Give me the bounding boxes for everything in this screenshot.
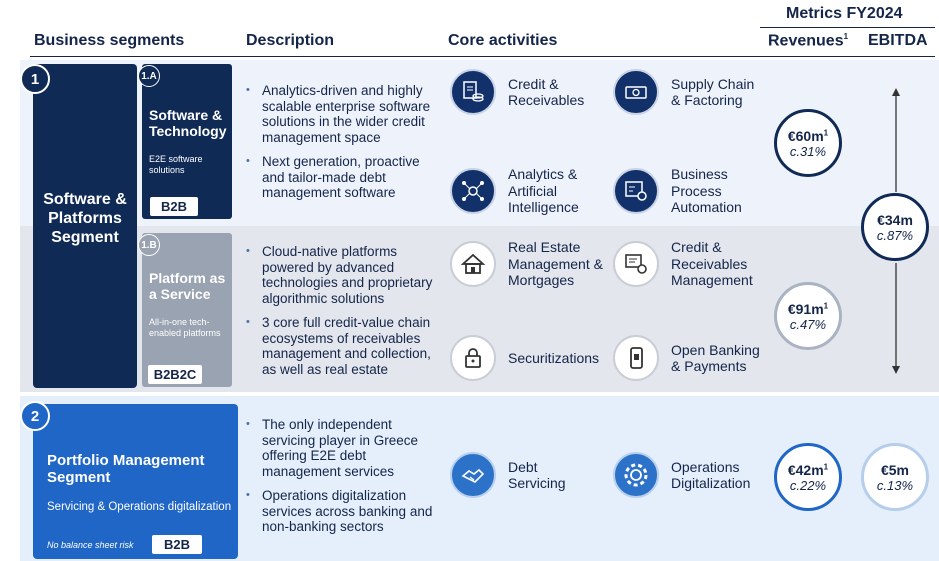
activity-label: Operations Digitalization [671,458,751,492]
col-header-ebitda: EBITDA [868,32,928,49]
activity-securitizations: Securitizations [450,335,608,381]
house-icon [450,240,496,287]
activity-label: Credit & Receivables [508,75,585,109]
subsegment-1a: Software & Technology E2E software solut… [142,64,232,219]
lock-icon [450,335,496,381]
subsegment-1b-code: 1.B [138,234,160,256]
activity-label: Open Banking & Payments [671,341,760,375]
invoice-gear-icon [613,240,659,287]
activity-analytics-ai: Analytics & Artificial Intelligence [450,166,598,216]
ebitda-segment-1-value: €34m [877,211,913,228]
bullet-2-1: The only independent servicing player in… [246,417,441,479]
activity-label: Securitizations [508,349,600,366]
segment-1-title: Software & Platforms Segment [43,191,127,246]
revenue-2-metric: €42m1 c.22% [774,443,842,511]
activity-label: Supply Chain & Factoring [671,75,755,109]
bullet-1a-1: Analytics-driven and highly scalable ent… [246,83,441,145]
activity-label: Real Estate Management & Mortgages [508,239,603,288]
document-coins-icon [450,69,496,115]
bullet-1b-2: 3 core full credit-value chain ecosystem… [246,315,441,377]
activity-debt-servicing: Debt Servicing [450,452,578,498]
subsegment-1b: Platform as a Service All-in-one tech-en… [142,233,232,387]
mobile-bank-icon [613,335,659,381]
segment-2-tag: B2B [152,535,202,554]
segment-2-note: No balance sheet risk [47,540,134,550]
subsegment-1a-desc: E2E software solutions [149,154,203,175]
segment-1-block: Software & Platforms Segment [33,64,137,388]
ebitda-segment-1-metric: €34m c.87% [861,193,929,261]
activity-label: Debt Servicing [508,458,566,492]
ebitda-segment-2-pct: c.13% [876,477,914,493]
segment-2-block: Portfolio Management Segment Servicing &… [33,404,238,559]
subsegment-1b-tag: B2B2C [148,365,202,384]
metrics-underline [760,27,935,28]
bullet-2-2: Operations digitalization services acros… [246,488,441,535]
activity-supply-chain: Supply Chain & Factoring [613,69,761,115]
bullet-1b-1: Cloud-native platforms powered by advanc… [246,244,441,306]
col-header-revenues: Revenues1 [768,32,849,50]
activity-credit-receivables: Credit & Receivables [450,69,598,115]
banknote-icon [613,69,659,115]
revenue-1a-metric: €60m1 c.31% [774,109,842,177]
subsegment-1a-name: Software & Technology [149,107,227,139]
ebitda-segment-2-metric: €5m c.13% [861,443,929,511]
activity-label: Business Process Automation [671,166,742,215]
subsegment-1b-bullets: Cloud-native platforms powered by advanc… [246,244,441,386]
activity-real-estate: Real Estate Management & Mortgages [450,239,603,289]
subsegment-1b-name: Platform as a Service [149,270,226,302]
activity-label: Credit & Receivables Management [671,239,753,288]
subsegment-1a-bullets: Analytics-driven and highly scalable ent… [246,83,441,210]
segment-2-number: 2 [20,401,50,431]
ebitda-range-arrow [892,88,900,374]
segment-1-number: 1 [20,64,50,94]
col-header-core: Core activities [448,32,558,49]
bullet-1a-2: Next generation, proactive and tailor-ma… [246,154,441,201]
activity-credit-receivables-mgmt: Credit & Receivables Management [613,239,766,289]
handshake-icon [450,452,496,498]
header-divider [30,56,935,57]
segment-2-subtitle: Servicing & Operations digitalization [47,501,232,513]
activity-operations-digitalization: Operations Digitalization [613,452,771,498]
revenue-2-value: €42m [787,461,824,478]
revenue-1b-metric: €91m1 c.47% [774,282,842,350]
revenue-2-pct: c.22% [789,477,827,493]
ebitda-segment-2-value: €5m [880,461,910,478]
revenue-1a-value: €60m [787,127,824,144]
col-header-segments: Business segments [34,32,185,49]
ebitda-segment-1-pct: c.87% [876,227,914,243]
revenue-1b-pct: c.47% [789,316,827,332]
segment-2-title: Portfolio Management Segment [47,452,205,486]
gear-icon [613,452,659,498]
activity-label: Analytics & Artificial Intelligence [508,166,579,215]
activity-bpa: Business Process Automation [613,166,763,216]
revenue-1b-value: €91m [787,300,824,317]
subsegment-1b-desc: All-in-one tech-enabled platforms [149,317,221,338]
network-ai-icon [450,167,496,214]
subsegment-1a-code: 1.A [138,65,160,87]
activity-open-banking: Open Banking & Payments [613,335,766,381]
dashboard-automation-icon [613,167,659,214]
revenue-1a-pct: c.31% [789,143,827,159]
segment-2-bullets: The only independent servicing player in… [246,417,441,544]
col-header-description: Description [246,32,335,49]
metrics-title: Metrics FY2024 [786,5,903,22]
subsegment-1a-tag: B2B [150,197,198,216]
